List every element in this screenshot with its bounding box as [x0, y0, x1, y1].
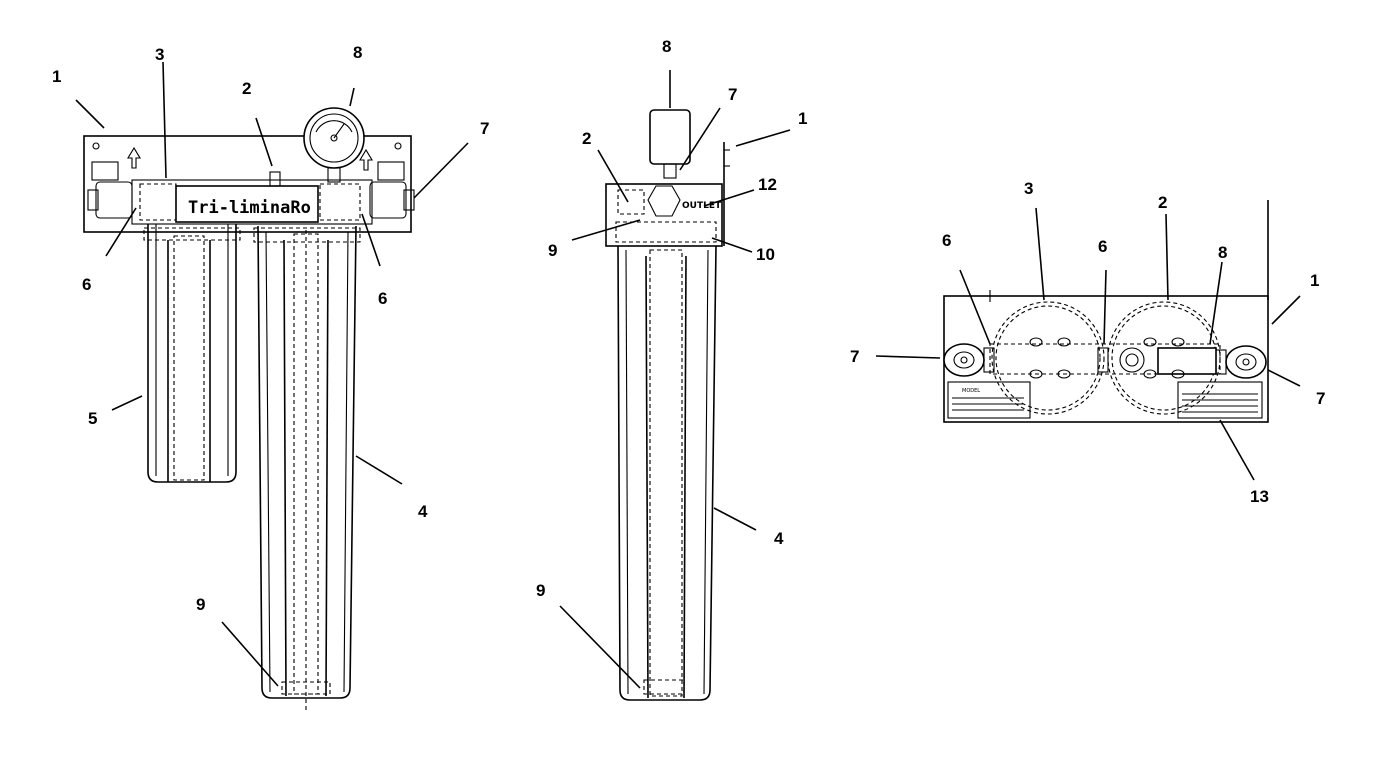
brand-plate	[175, 185, 319, 223]
top-right-fitting	[1215, 345, 1267, 379]
top-callout-1: 1	[1310, 271, 1319, 290]
small-filter-housing	[143, 224, 241, 483]
top-callout-13: 13	[1250, 487, 1269, 506]
top-callout-7-right: 7	[1316, 389, 1325, 408]
side-callout-8: 8	[662, 37, 671, 56]
side-callout-4: 4	[774, 529, 784, 548]
side-manifold	[605, 183, 723, 247]
side-callout-1: 1	[798, 109, 807, 128]
outlet-label: OUTLET	[682, 201, 722, 211]
pressure-gauge	[303, 107, 365, 183]
side-callout-9-bottom: 9	[536, 581, 545, 600]
top-callout-6-mid: 6	[1098, 237, 1107, 256]
large-filter-housing	[253, 225, 361, 710]
callout-6-left: 6	[82, 275, 91, 294]
front-view: Tri-liminaRo	[52, 43, 489, 710]
side-callout-12: 12	[758, 175, 777, 194]
callout-1: 1	[52, 67, 61, 86]
top-view: MODEL 3 2 6 6 8 1 7 7 13	[850, 179, 1325, 506]
top-left-fitting	[943, 343, 995, 377]
side-callout-9-top: 9	[548, 241, 557, 260]
side-gauge	[649, 109, 691, 165]
brand-plate-text: Tri-liminaRo	[188, 198, 311, 218]
callout-2: 2	[242, 79, 251, 98]
top-callout-8: 8	[1218, 243, 1227, 262]
model-plate-text: MODEL	[962, 388, 980, 394]
side-view: OUTLET 8 7 1 2 12 9 10 4 9	[536, 37, 807, 701]
callout-6-right: 6	[378, 289, 387, 308]
callout-9: 9	[196, 595, 205, 614]
top-callout-3: 3	[1024, 179, 1033, 198]
side-callout-2: 2	[582, 129, 591, 148]
side-callout-7: 7	[728, 85, 737, 104]
callout-7: 7	[480, 119, 489, 138]
callout-3: 3	[155, 45, 164, 64]
callout-4: 4	[418, 502, 428, 521]
side-filter-housing	[617, 245, 717, 701]
callout-8: 8	[353, 43, 362, 62]
top-gauge	[1157, 347, 1217, 375]
top-callout-7-left: 7	[850, 347, 859, 366]
top-mounting-plate	[943, 295, 1269, 423]
side-callout-10: 10	[756, 245, 775, 264]
top-callout-6-left: 6	[942, 231, 951, 250]
warning-plate	[1177, 381, 1263, 419]
model-plate	[947, 381, 1031, 419]
top-callout-2: 2	[1158, 193, 1167, 212]
callout-5: 5	[88, 409, 97, 428]
